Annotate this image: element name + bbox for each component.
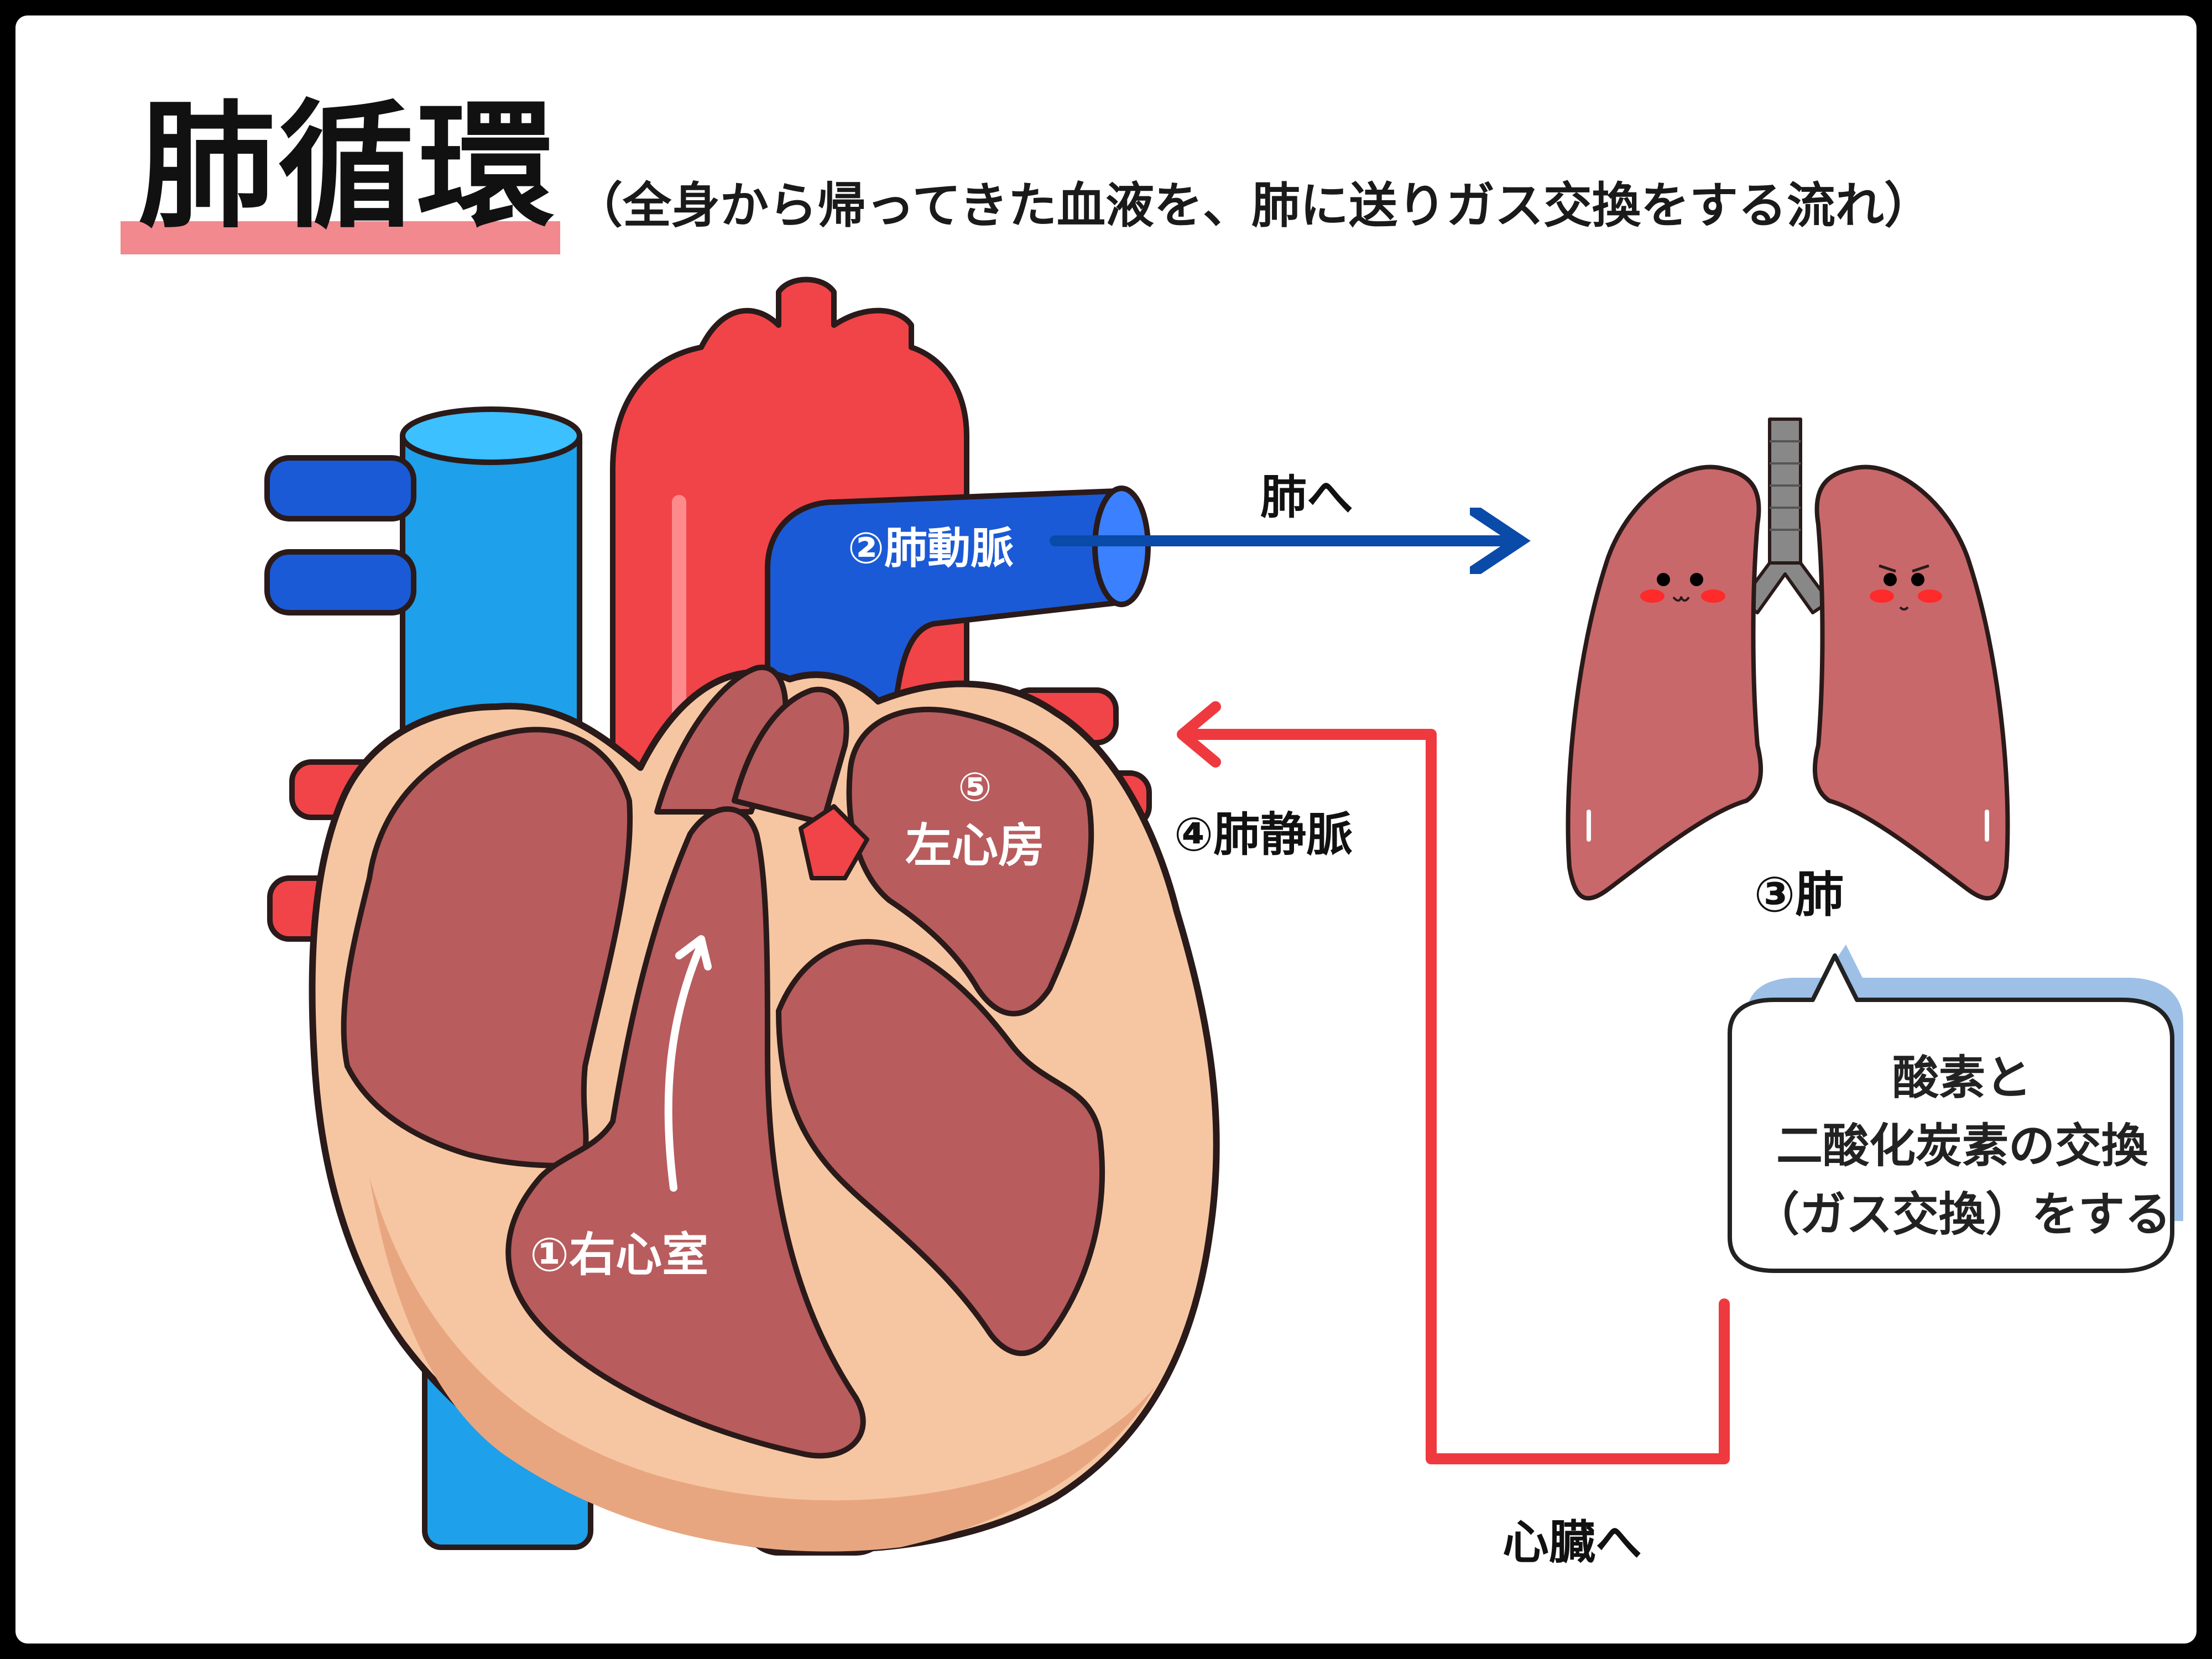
right-atrium-chamber bbox=[341, 727, 633, 1168]
label-left-atrium: 左心房 bbox=[905, 818, 1045, 873]
speech-bubble-text: 酸素と 二酸化炭素の交換 （ガス交換）をする bbox=[1746, 1044, 2178, 1249]
right-lung bbox=[1813, 465, 2010, 901]
arrow-to-heart bbox=[1182, 729, 1730, 1464]
left-ventricle-chamber bbox=[776, 939, 1105, 1357]
label-pulmonary-vein: ④肺静脈 bbox=[1174, 807, 1353, 862]
label-left-atrium-number: ⑤ bbox=[958, 764, 992, 810]
bubble-line-2: 二酸化炭素の交換 bbox=[1776, 1119, 2148, 1173]
title-underline bbox=[121, 221, 560, 254]
bubble-line-1: 酸素と bbox=[1892, 1051, 2032, 1105]
label-pulmonary-artery: ②肺動脈 bbox=[848, 524, 1014, 573]
page-subtitle: （全身から帰ってきた血液を、肺に送りガス交換をする流れ） bbox=[574, 177, 1933, 234]
label-to-heart: 心臓へ bbox=[1503, 1515, 1642, 1569]
right-ventricle-chamber bbox=[505, 806, 866, 1459]
left-atrium-chamber bbox=[846, 706, 1094, 1016]
lungs-illustration bbox=[1566, 418, 2010, 901]
heart-illustration bbox=[264, 276, 1220, 1556]
label-to-lungs: 肺へ bbox=[1260, 470, 1353, 524]
label-lungs: ③肺 bbox=[1754, 866, 1844, 923]
speech-bubble bbox=[1728, 945, 2183, 1273]
pulmonary-circulation-diagram: ①右心室 ②肺動脈 ⑤ 左心房 肺へ ④肺静脈 ③肺 心臓へ bbox=[264, 276, 2183, 1569]
page-title: 肺循環 bbox=[138, 87, 556, 247]
slide-canvas: 肺循環 （全身から帰ってきた血液を、肺に送りガス交換をする流れ） bbox=[15, 15, 2197, 1644]
left-lung bbox=[1566, 465, 1763, 901]
label-right-ventricle: ①右心室 bbox=[530, 1228, 708, 1282]
bubble-line-3: （ガス交換）をする bbox=[1752, 1187, 2171, 1241]
